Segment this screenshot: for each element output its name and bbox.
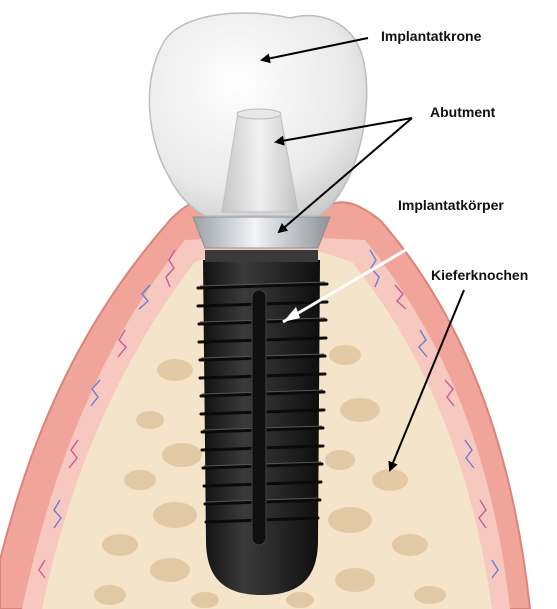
label-implant-body: Implantatkörper: [398, 197, 504, 213]
label-jawbone: Kieferknochen: [431, 267, 528, 283]
label-abutment: Abutment: [430, 104, 495, 120]
implant-groove: [252, 290, 266, 545]
abutment-collar: [193, 217, 330, 248]
abutment-top: [237, 109, 281, 119]
label-crown: Implantatkrone: [381, 28, 481, 44]
